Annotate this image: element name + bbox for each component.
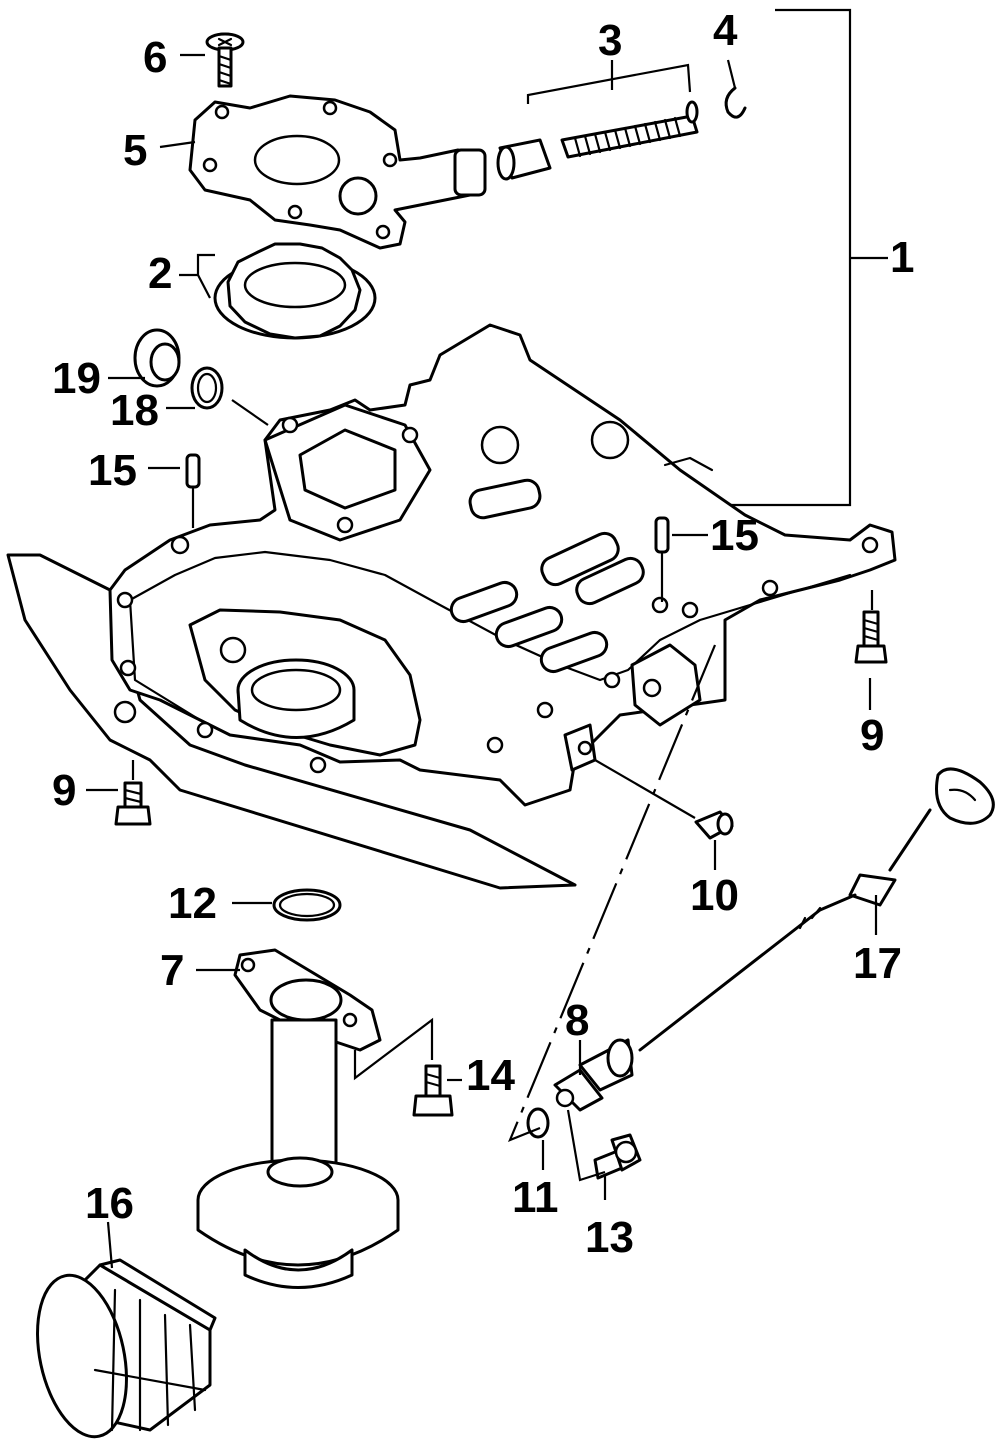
callout-13: 13: [585, 1213, 634, 1262]
screw-part[interactable]: [205, 32, 245, 88]
callout-15-left: 15: [88, 446, 137, 495]
callout-16: 16: [85, 1179, 134, 1228]
dowel-pin-left[interactable]: [185, 453, 201, 528]
pump-gear-set[interactable]: [213, 242, 377, 340]
oil-strainer[interactable]: [196, 948, 400, 1289]
assembly-bracket: [715, 8, 888, 507]
guide-o-ring[interactable]: [526, 1107, 550, 1139]
callout-15-right: 15: [710, 511, 759, 560]
guide-bolt[interactable]: [593, 1133, 642, 1180]
dipstick-guide[interactable]: [553, 1038, 634, 1112]
drain-fitting[interactable]: [594, 759, 734, 840]
callout-3: 3: [598, 16, 622, 65]
callout-17: 17: [853, 939, 902, 988]
oil-dipstick[interactable]: [638, 767, 995, 1052]
callout-14: 14: [466, 1051, 515, 1100]
dowel-pin-right[interactable]: [654, 516, 670, 602]
snap-ring[interactable]: [724, 86, 747, 119]
pan-bolt-left[interactable]: [114, 760, 152, 826]
callout-12: 12: [168, 879, 217, 928]
oil-filter[interactable]: [24, 1258, 217, 1440]
callout-2: 2: [148, 249, 172, 298]
plug-gasket[interactable]: [190, 366, 224, 410]
callout-labels: 1 2 3 4 5 6 7 8 9 9 10 11 12 13 14 15 15…: [52, 6, 914, 1262]
strainer-o-ring[interactable]: [272, 888, 342, 922]
oil-pump-cover[interactable]: [188, 94, 487, 250]
callout-6: 6: [143, 33, 167, 82]
callout-11: 11: [512, 1173, 559, 1222]
callout-8: 8: [565, 996, 589, 1045]
callout-5: 5: [123, 126, 147, 175]
pan-bolt-right[interactable]: [854, 590, 888, 664]
callout-9-right: 9: [860, 711, 884, 760]
leader-lines: [86, 53, 878, 1269]
strainer-bolt[interactable]: [353, 1017, 454, 1117]
callout-18: 18: [110, 386, 159, 435]
callout-9-left: 9: [52, 766, 76, 815]
callout-19: 19: [52, 354, 101, 403]
callout-10: 10: [690, 871, 739, 920]
drain-plug[interactable]: [133, 328, 181, 388]
callout-4: 4: [713, 6, 738, 55]
relief-valve-assembly[interactable]: [496, 63, 699, 181]
callout-7: 7: [160, 946, 184, 995]
callout-1: 1: [890, 233, 914, 282]
